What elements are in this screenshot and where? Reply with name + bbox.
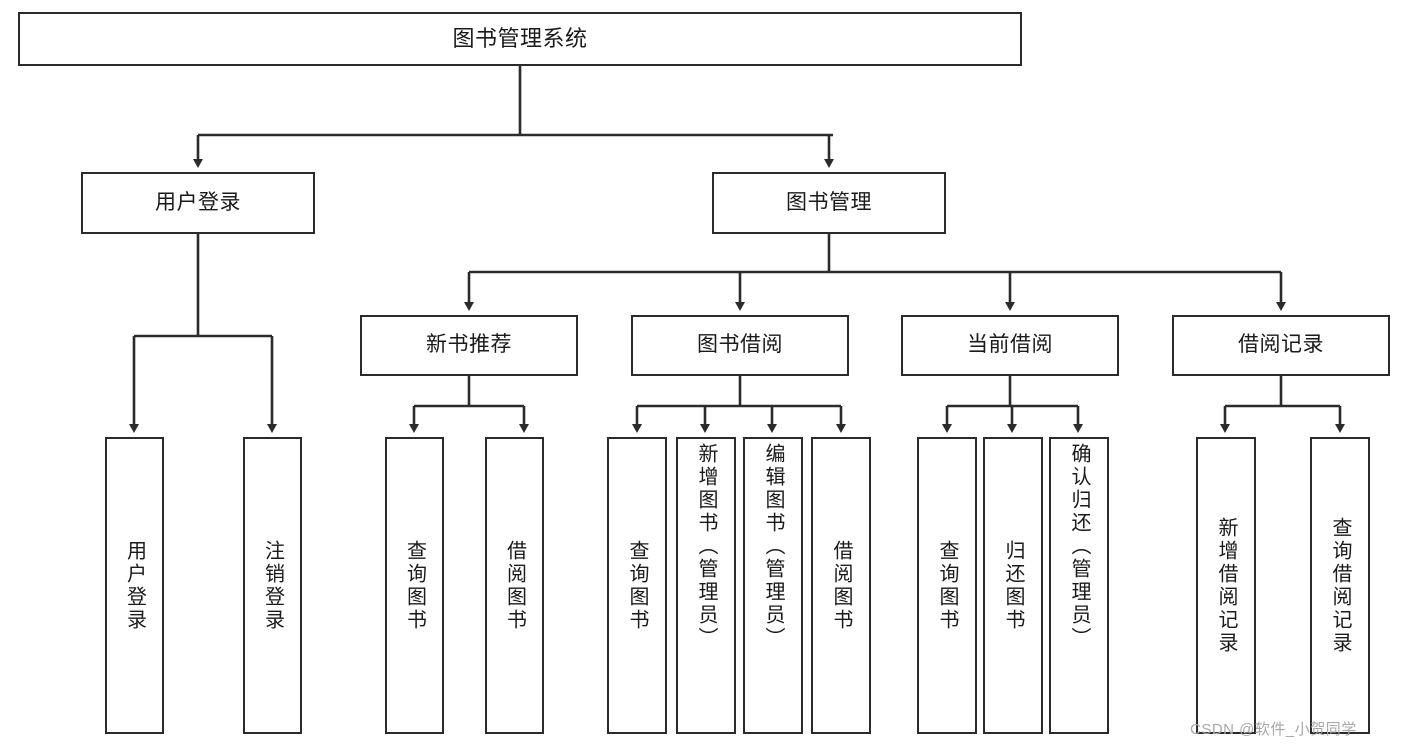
node-label: 确认归还（管理员） xyxy=(1068,443,1090,650)
node-label: 归还图书 xyxy=(1002,539,1024,632)
leaf-user-login-login[interactable]: 用户登录 xyxy=(105,437,164,734)
node-label: 新书推荐 xyxy=(426,333,512,357)
leaf-book-borrow-query-book[interactable]: 查询图书 xyxy=(607,437,667,734)
node-book-management[interactable]: 图书管理 xyxy=(712,172,946,234)
node-label: 图书管理系统 xyxy=(452,26,588,52)
node-new-book-recommend[interactable]: 新书推荐 xyxy=(360,315,578,376)
leaf-new-book-query-book[interactable]: 查询图书 xyxy=(385,437,444,734)
leaf-current-borrow-confirm-return-admin[interactable]: 确认归还（管理员） xyxy=(1049,437,1109,734)
node-label: 查询图书 xyxy=(936,539,958,632)
leaf-borrow-record-query-record[interactable]: 查询借阅记录 xyxy=(1310,437,1370,734)
node-label: 用户登录 xyxy=(155,190,241,214)
node-label: 用户登录 xyxy=(123,539,146,632)
node-label: 借阅图书 xyxy=(830,539,852,632)
leaf-current-borrow-query-book[interactable]: 查询图书 xyxy=(917,437,977,734)
node-book-borrow[interactable]: 图书借阅 xyxy=(631,315,849,376)
node-label: 注销登录 xyxy=(261,539,284,632)
csdn-watermark: CSDN @软件_小贺同学 xyxy=(1190,721,1357,738)
node-label: 新增图书（管理员） xyxy=(695,443,717,650)
node-user-login[interactable]: 用户登录 xyxy=(81,172,315,234)
node-current-borrow[interactable]: 当前借阅 xyxy=(901,315,1119,376)
leaf-user-login-logout[interactable]: 注销登录 xyxy=(243,437,302,734)
leaf-borrow-record-add-record[interactable]: 新增借阅记录 xyxy=(1196,437,1256,734)
node-label: 当前借阅 xyxy=(967,333,1053,357)
node-label: 借阅图书 xyxy=(503,539,526,632)
leaf-new-book-borrow-book[interactable]: 借阅图书 xyxy=(485,437,544,734)
node-label: 新增借阅记录 xyxy=(1215,516,1237,655)
node-borrow-record[interactable]: 借阅记录 xyxy=(1172,315,1390,376)
leaf-book-borrow-edit-book-admin[interactable]: 编辑图书（管理员） xyxy=(743,437,803,734)
node-label: 查询图书 xyxy=(626,539,648,632)
node-label: 查询图书 xyxy=(403,539,426,632)
leaf-book-borrow-borrow-book[interactable]: 借阅图书 xyxy=(811,437,871,734)
node-label: 借阅记录 xyxy=(1238,333,1324,357)
node-label: 图书管理 xyxy=(786,190,872,214)
node-label: 图书借阅 xyxy=(697,333,783,357)
leaf-current-borrow-return-book[interactable]: 归还图书 xyxy=(983,437,1043,734)
node-label: 查询借阅记录 xyxy=(1329,516,1351,655)
node-label: 编辑图书（管理员） xyxy=(762,443,784,650)
leaf-book-borrow-add-book-admin[interactable]: 新增图书（管理员） xyxy=(676,437,736,734)
node-root-library-management-system[interactable]: 图书管理系统 xyxy=(18,12,1022,66)
